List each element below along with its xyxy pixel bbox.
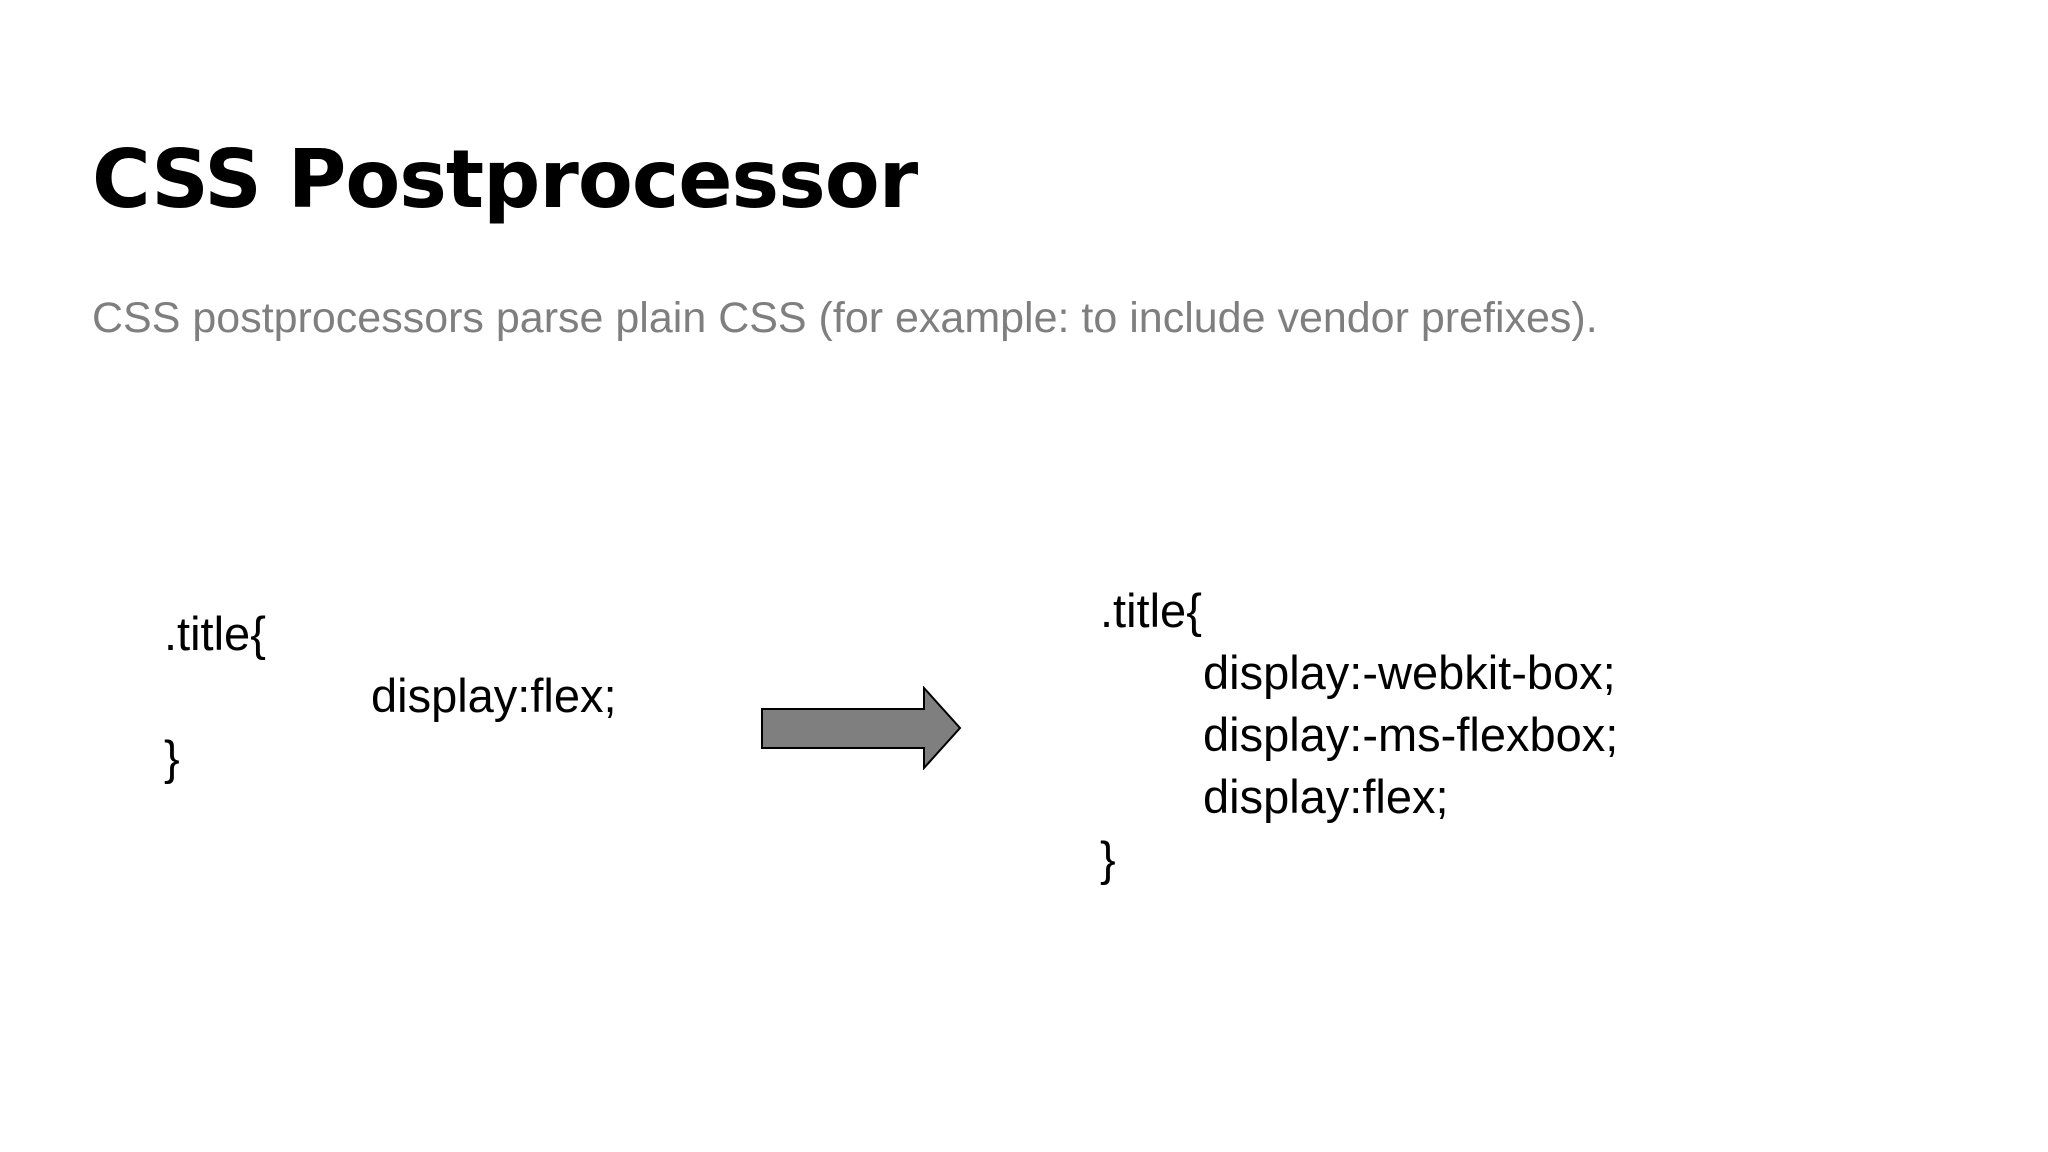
slide-subtitle: CSS postprocessors parse plain CSS (for … <box>92 294 1598 342</box>
code-before-close: } <box>164 731 180 784</box>
code-after-close: } <box>1100 832 1116 885</box>
slide-title: CSS Postprocessor <box>92 133 918 226</box>
code-before-declaration: display:flex; <box>371 669 617 722</box>
code-before-selector: .title{ <box>164 607 266 660</box>
code-after-declaration-2: display:-ms-flexbox; <box>1203 708 1619 761</box>
code-after-selector: .title{ <box>1100 584 1202 637</box>
code-after-declaration-1: display:-webkit-box; <box>1203 646 1616 699</box>
arrow-shape <box>761 686 962 770</box>
code-after-declaration-3: display:flex; <box>1203 770 1449 823</box>
right-arrow-icon <box>761 686 962 770</box>
